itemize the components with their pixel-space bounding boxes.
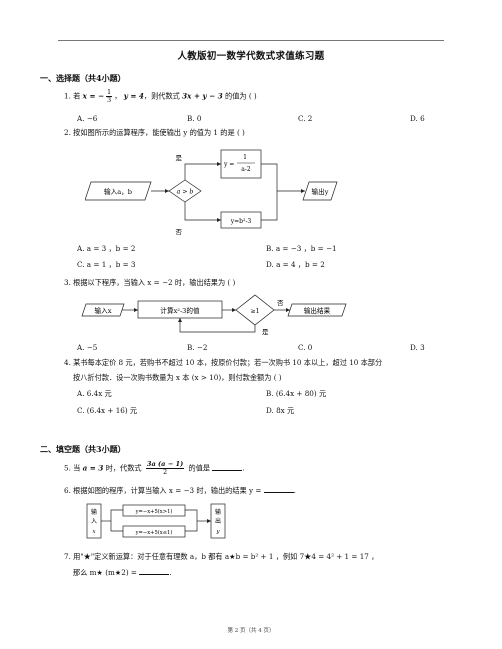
- q4-option-a: A. 6.4x 元: [77, 389, 112, 398]
- q3-output-box: [287, 303, 347, 317]
- q2-top-numerator: 1: [243, 154, 247, 161]
- q1-option-a: A. −6: [77, 114, 98, 123]
- q6-bottom-box: [122, 525, 186, 538]
- question-4-line-1: 4. 某书每本定价 8 元，若购书不超过 10 本，按原价付款；若一次购书 10…: [64, 358, 383, 367]
- question-2: 2. 按如图所示的运算程序，能使输出 y 的值为 1 的是 ( ): [64, 128, 245, 137]
- fraction: 3a (a − 1)2: [145, 460, 185, 476]
- q3-condition-label: ≥1: [250, 308, 259, 315]
- q6-output-char-3: y: [215, 529, 220, 535]
- q2-condition-diamond: [168, 179, 202, 203]
- q3-output-label: 输出结果: [304, 306, 331, 315]
- question-3: 3. 根据以下程序，当输入 x = −2 时，输出结果为 ( ): [64, 278, 236, 287]
- q3-option-a: A. −5: [77, 343, 98, 352]
- q2-output-box: [302, 181, 338, 201]
- q6-flowchart: 输 入 x y=−x+5(x>1) y=−x+5(x≤1) 输 出 y: [86, 503, 226, 539]
- q1-option-d: D. 6: [410, 114, 425, 123]
- q2-output-label: 输出y: [312, 187, 329, 196]
- q2-option-c: C. a = 1 ，b = 3: [77, 260, 136, 269]
- q2-top-y: y =: [223, 161, 234, 168]
- question-5: 5. 当 a = 3 时，代数式 3a (a − 1)2 的值是 .: [64, 460, 245, 476]
- q2-bottom-label: y=b²-3: [230, 218, 252, 225]
- q3-option-b: B. −2: [187, 343, 208, 352]
- q4-option-b: B. (6.4x + 80) 元: [266, 389, 327, 398]
- q3-input-box: [81, 303, 125, 317]
- q2-option-b: B. a = −3 ，b = −1: [266, 244, 337, 253]
- question-6: 6. 根据如图的程序，计算当输入 x = −3 时，输出的结果 y = .: [64, 485, 296, 495]
- q3-no-label: 否: [277, 299, 284, 307]
- q2-condition-label: a > b: [177, 189, 194, 196]
- q3-option-c: C. 0: [298, 343, 313, 352]
- q2-flowchart: 输入a，b a > b 是 否 y = 1 a-2 y=b²-3 输出y: [85, 149, 338, 236]
- question-7-line-1: 7. 用"★"定义新运算：对于任意有理数 a，b 都有 a★b = b² + 1…: [64, 552, 379, 561]
- q6-top-box: [122, 504, 186, 517]
- q3-yes-label: 是: [262, 328, 269, 336]
- answer-blank[interactable]: [139, 567, 170, 575]
- question-7-line-2: 那么 m★ (m★2) = .: [73, 567, 172, 577]
- q1-option-c: C. 2: [298, 114, 313, 123]
- q2-top-denominator: a-2: [241, 166, 251, 173]
- section-choice-heading: 一、选择题（共4小题）: [40, 73, 126, 83]
- q6-input-char-2: 入: [91, 518, 97, 525]
- answer-blank[interactable]: [263, 485, 294, 493]
- q6-input-char-3: x: [92, 529, 96, 535]
- q6-output-char-1: 输: [215, 508, 221, 516]
- q6-bottom-label: y=−x+5(x≤1): [135, 529, 173, 536]
- q2-input-box: [85, 181, 152, 201]
- question-4-line-2: 按八折付款．设一次购书数量为 x 本 (x > 10)，则付款金额为 ( ): [73, 373, 282, 382]
- q6-top-label: y=−x+5(x>1): [135, 508, 173, 515]
- q4-option-d: D. 8x 元: [266, 406, 295, 415]
- q2-option-a: A. a = 3 ，b = 2: [77, 244, 136, 253]
- page-footer: 第 2 页（共 4 页）: [227, 628, 275, 634]
- q2-input-label: 输入a，b: [104, 187, 132, 196]
- section-fill-heading: 二、填空题（共3小题）: [40, 444, 126, 454]
- q4-option-c: C. (6.4x + 16) 元: [77, 406, 138, 415]
- q6-output-char-2: 出: [215, 517, 221, 525]
- q2-yes-label: 是: [176, 154, 183, 162]
- q3-flowchart: 输入x 计算x²-3的值 ≥1 否 是 输出结果: [81, 294, 347, 336]
- answer-blank[interactable]: [212, 463, 243, 471]
- q2-option-d: D. a = 4 ，b = 2: [266, 260, 325, 269]
- q3-calc-label: 计算x²-3的值: [160, 306, 200, 315]
- q2-no-label: 否: [176, 228, 183, 236]
- q3-input-label: 输入x: [95, 306, 112, 315]
- q3-option-d: D. 3: [410, 343, 425, 352]
- q1-option-b: B. 0: [187, 114, 202, 123]
- header-rule: [58, 40, 444, 41]
- page-title: 人教版初一数学代数式求值练习题: [177, 51, 325, 62]
- q6-input-char-1: 输: [91, 508, 97, 516]
